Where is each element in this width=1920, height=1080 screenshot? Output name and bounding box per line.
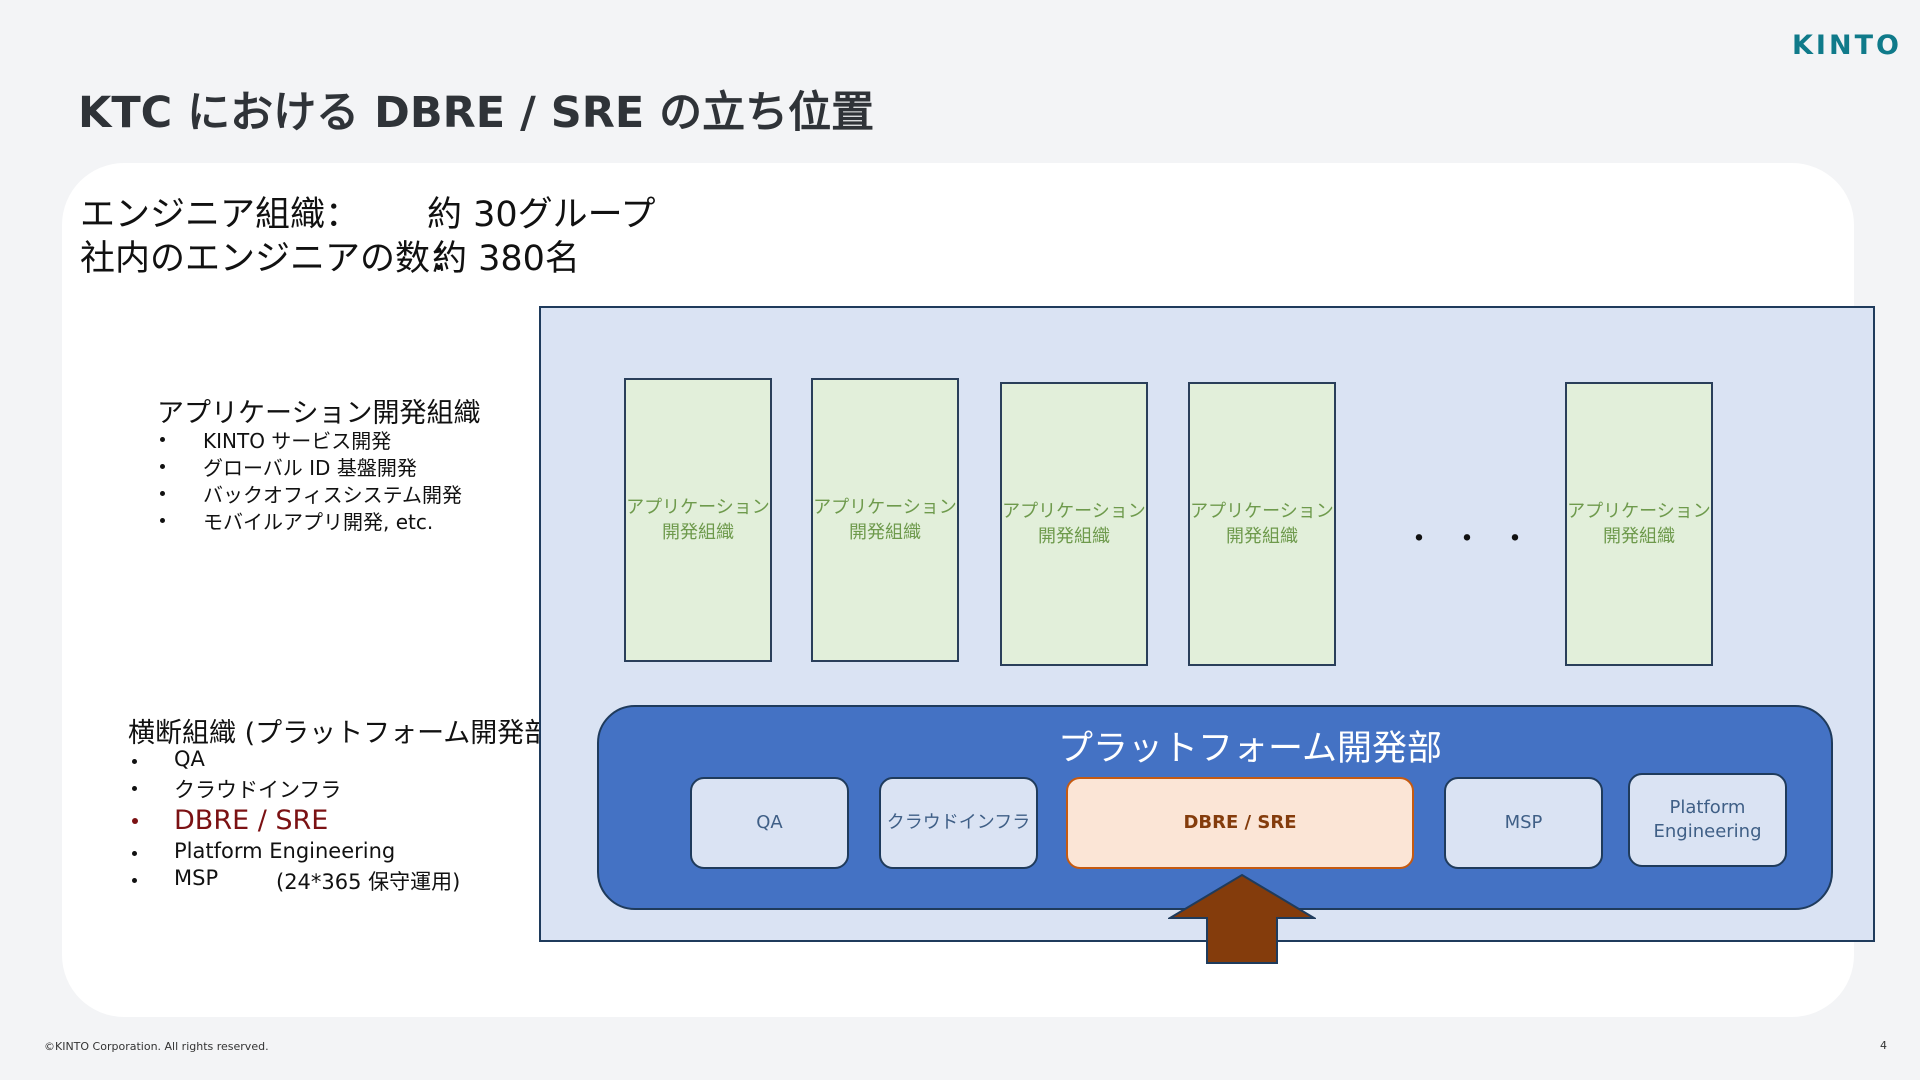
list-item: QA [128, 747, 395, 774]
kinto-logo: KINTO [1792, 30, 1902, 61]
cross-section-list: QA クラウドインフラ DBRE / SRE Platform Engineer… [128, 747, 460, 894]
app-dev-org-box: アプリケーション開発組織 [1188, 382, 1336, 666]
list-item: KINTO サービス開発 [157, 425, 462, 453]
team-box-cloud-infra: クラウドインフラ [879, 777, 1038, 869]
stat-value: 約 30グループ [427, 195, 656, 235]
team-box-dbre-sre: DBRE / SRE [1066, 777, 1414, 869]
stat-label: 社内のエンジニアの数： [80, 239, 466, 279]
bullet-icon [160, 437, 165, 442]
team-box-platform-engineering: Platform Engineering [1628, 773, 1787, 867]
team-box-qa: QA [690, 777, 849, 869]
bullet-icon [160, 464, 165, 469]
app-section-title: アプリケーション開発組織 [157, 398, 481, 429]
bullet-icon [132, 759, 137, 764]
page-number: 4 [1880, 1039, 1887, 1052]
list-item-note: (24*365 保守運用) [276, 870, 461, 894]
bullet-icon [132, 786, 137, 791]
app-dev-org-box: アプリケーション開発組織 [811, 378, 959, 662]
list-item: モバイルアプリ開発, etc. [157, 506, 462, 534]
list-item: クラウドインフラ [128, 774, 395, 802]
bullet-icon [132, 818, 138, 824]
app-dev-org-box: アプリケーション開発組織 [624, 378, 772, 662]
app-section-list: KINTO サービス開発 グローバル ID 基盤開発 バックオフィスシステム開発… [157, 425, 462, 534]
bullet-icon [132, 878, 137, 883]
bullet-icon [160, 518, 165, 523]
cross-section-title: 横断組織 (プラットフォーム開発部) [128, 718, 562, 749]
bullet-icon [160, 491, 165, 496]
ellipsis: ・・・ [1404, 522, 1548, 557]
stat-engineering-org: エンジニア組織： 約 30グループ [80, 186, 656, 237]
bullet-icon [132, 851, 137, 856]
list-item: バックオフィスシステム開発 [157, 479, 462, 507]
stat-label: エンジニア組織： [80, 195, 361, 235]
page-title: KTC における DBRE / SRE の立ち位置 [78, 88, 875, 138]
platform-dept-title: プラットフォーム開発部 [1058, 729, 1442, 769]
app-dev-org-box: アプリケーション開発組織 [1000, 382, 1148, 666]
list-item: グローバル ID 基盤開発 [157, 452, 462, 480]
list-item: Platform Engineering [128, 839, 395, 866]
copyright: ©KINTO Corporation. All rights reserved. [44, 1040, 269, 1053]
list-item-highlighted: DBRE / SRE [128, 801, 395, 839]
app-dev-org-box: アプリケーション開発組織 [1565, 382, 1713, 666]
stat-value: 約 380名 [432, 239, 580, 279]
list-item: MSP(24*365 保守運用) [128, 866, 460, 894]
up-arrow-icon [1168, 873, 1316, 964]
team-box-msp: MSP [1444, 777, 1603, 869]
stat-engineer-count: 社内のエンジニアの数： 約 380名 [80, 230, 580, 281]
